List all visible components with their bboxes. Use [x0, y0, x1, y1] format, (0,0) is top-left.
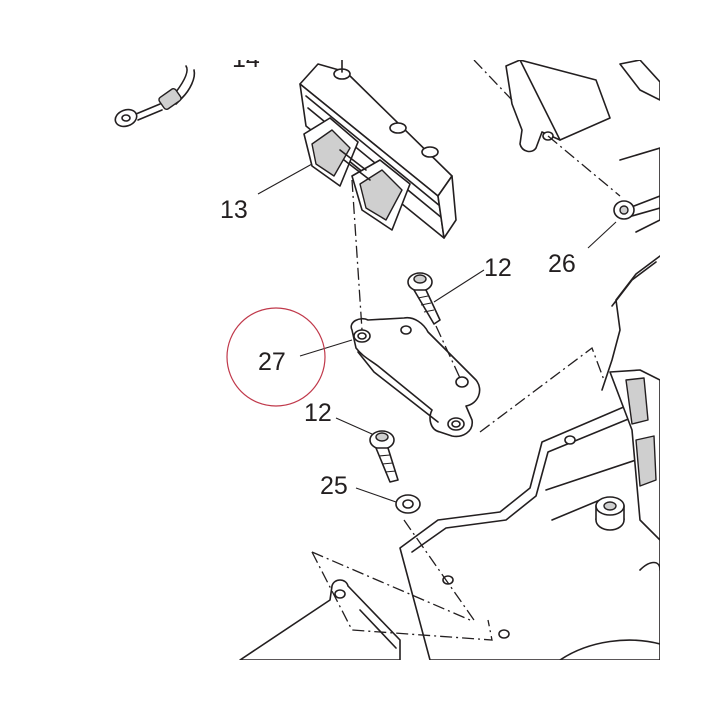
upper-right-bracket — [505, 60, 660, 233]
right-side-panel — [601, 255, 660, 541]
callout-12-upper: 12 — [484, 254, 512, 282]
mounting-bracket — [350, 316, 481, 438]
callout-27: 27 — [258, 348, 286, 376]
screw-upper — [407, 272, 441, 325]
washer — [395, 494, 421, 514]
callout-14: 14 — [232, 45, 260, 73]
control-module — [299, 60, 457, 239]
callout-26: 26 — [548, 250, 576, 278]
callout-13: 13 — [220, 196, 248, 224]
leader-lines — [257, 163, 617, 503]
callout-12-lower: 12 — [304, 399, 332, 427]
wire-harness-terminal — [114, 65, 196, 128]
grommet — [613, 195, 660, 220]
assembly-lines — [311, 60, 621, 641]
highlight-circle — [226, 307, 326, 407]
chassis-plate — [239, 391, 660, 660]
screw-lower — [369, 430, 399, 483]
callout-25: 25 — [320, 472, 348, 500]
